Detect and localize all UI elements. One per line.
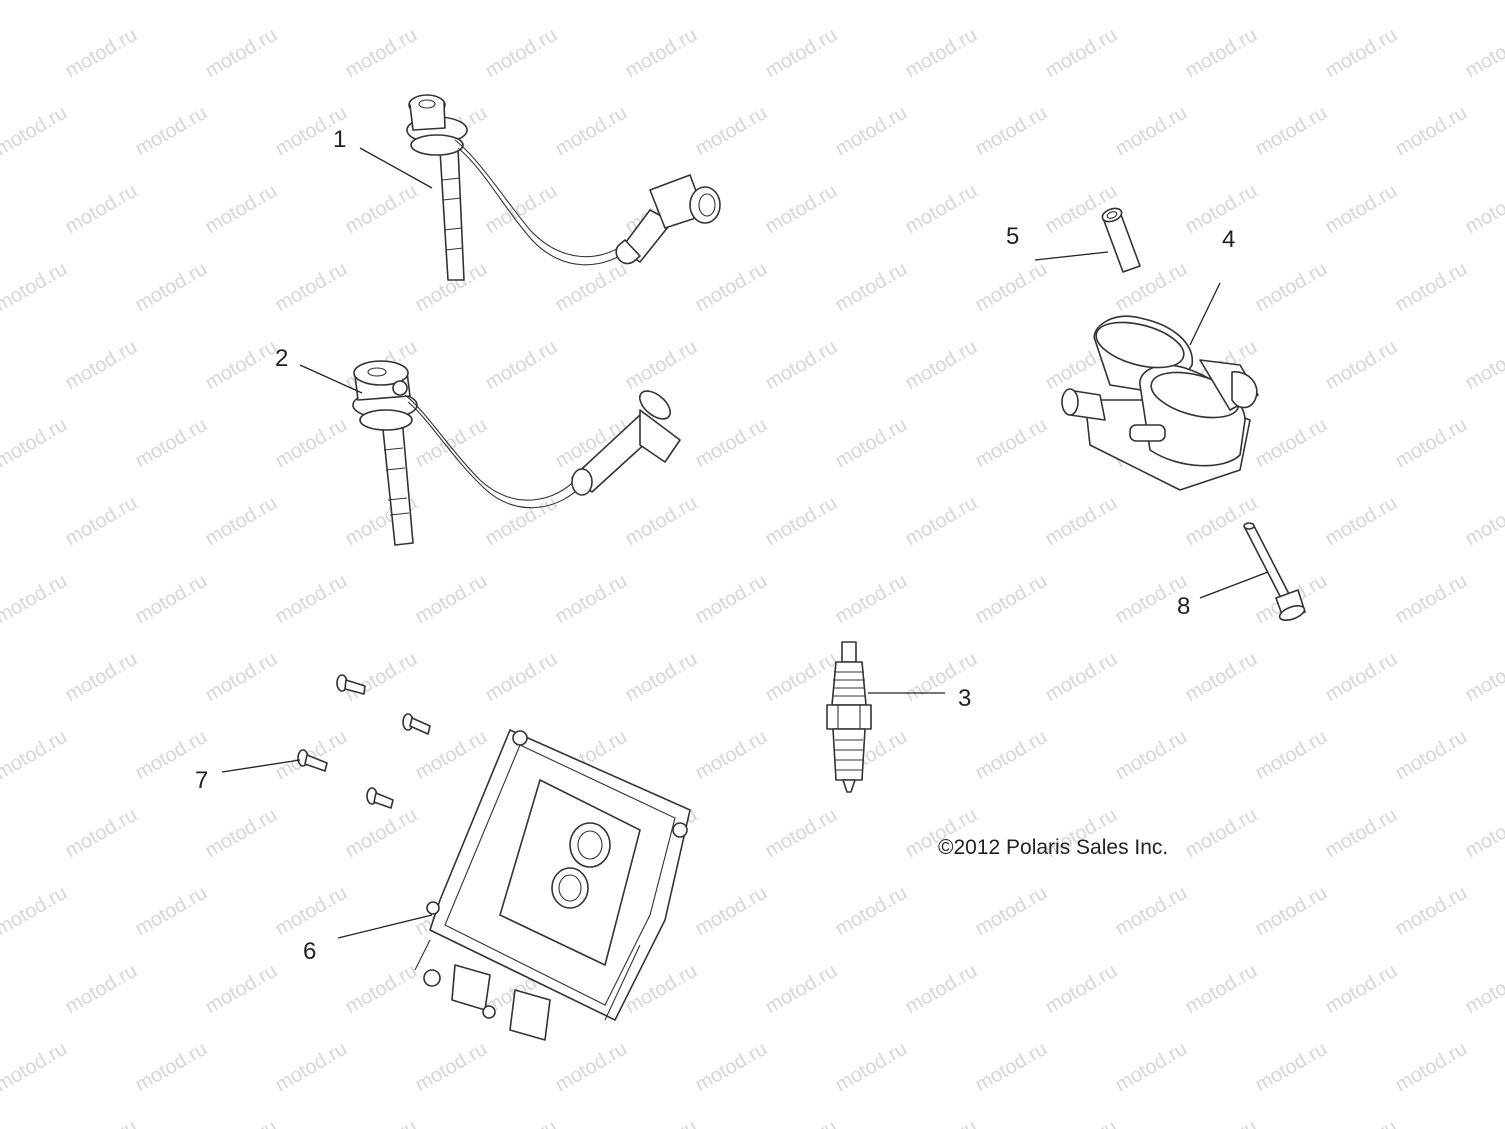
callout-3: 3 (958, 685, 972, 712)
ecu-module-6 (414, 729, 691, 1041)
callout-4: 4 (1222, 226, 1236, 253)
bolt-8 (1243, 522, 1306, 621)
leader-lines (221, 147, 1269, 939)
callout-8: 8 (1177, 593, 1191, 620)
ignition-coil-4 (1061, 315, 1259, 491)
callout-1: 1 (333, 126, 347, 153)
callout-6: 6 (303, 938, 317, 965)
callout-7: 7 (195, 767, 209, 794)
ignition-lead-1 (406, 94, 721, 281)
callout-5: 5 (1006, 223, 1020, 250)
screws-7 (297, 674, 431, 809)
callout-2: 2 (275, 345, 289, 372)
ignition-lead-2 (352, 360, 681, 546)
sleeve-5 (1101, 207, 1141, 273)
spark-plug-3 (826, 641, 872, 793)
copyright-notice: ©2012 Polaris Sales Inc. (938, 836, 1169, 859)
